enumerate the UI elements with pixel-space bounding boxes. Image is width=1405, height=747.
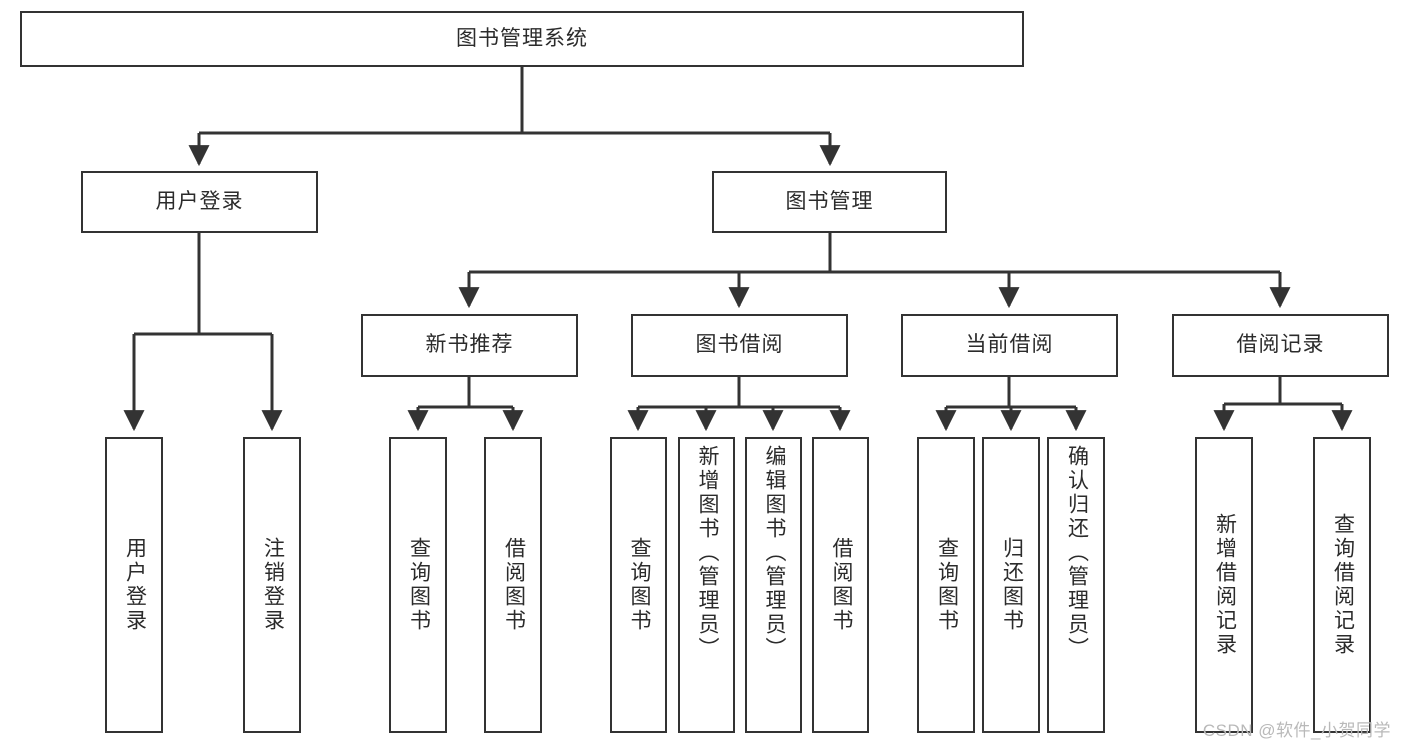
leaf-add-borrow-record[interactable]: 新增借阅记录 bbox=[1195, 437, 1253, 733]
leaf-return-book-label: 归还图书 bbox=[1000, 537, 1024, 633]
leaf-borrow-book-recommend[interactable]: 借阅图书 bbox=[484, 437, 542, 733]
leaf-query-book-current[interactable]: 查询图书 bbox=[917, 437, 975, 733]
node-root[interactable]: 图书管理系统 bbox=[20, 11, 1024, 67]
leaf-return-book[interactable]: 归还图书 bbox=[982, 437, 1040, 733]
leaf-add-book-admin-label: 新增图书（管理员） bbox=[695, 445, 719, 661]
node-user-login-label: 用户登录 bbox=[155, 189, 244, 213]
node-borrow-record[interactable]: 借阅记录 bbox=[1172, 314, 1389, 377]
node-current-borrow-label: 当前借阅 bbox=[965, 333, 1054, 357]
leaf-borrow-book-label: 借阅图书 bbox=[829, 537, 853, 633]
leaf-query-book-current-label: 查询图书 bbox=[935, 537, 959, 633]
leaf-confirm-return-admin[interactable]: 确认归还（管理员） bbox=[1047, 437, 1105, 733]
leaf-logout[interactable]: 注销登录 bbox=[243, 437, 301, 733]
node-book-management[interactable]: 图书管理 bbox=[712, 171, 947, 233]
node-new-book-recommend-label: 新书推荐 bbox=[425, 333, 514, 357]
node-current-borrow[interactable]: 当前借阅 bbox=[901, 314, 1118, 377]
leaf-add-book-admin[interactable]: 新增图书（管理员） bbox=[678, 437, 735, 733]
node-book-management-label: 图书管理 bbox=[785, 189, 874, 213]
node-root-label: 图书管理系统 bbox=[456, 26, 588, 50]
node-new-book-recommend[interactable]: 新书推荐 bbox=[361, 314, 578, 377]
leaf-add-borrow-record-label: 新增借阅记录 bbox=[1213, 513, 1237, 657]
node-book-borrow-label: 图书借阅 bbox=[695, 333, 784, 357]
leaf-confirm-return-admin-label: 确认归还（管理员） bbox=[1065, 445, 1089, 661]
leaf-borrow-book[interactable]: 借阅图书 bbox=[812, 437, 869, 733]
leaf-query-book-recommend-label: 查询图书 bbox=[407, 537, 431, 633]
node-book-borrow[interactable]: 图书借阅 bbox=[631, 314, 848, 377]
leaf-query-book-label: 查询图书 bbox=[627, 537, 651, 633]
leaf-edit-book-admin-label: 编辑图书（管理员） bbox=[762, 445, 786, 661]
node-user-login[interactable]: 用户登录 bbox=[81, 171, 318, 233]
leaf-query-book-recommend[interactable]: 查询图书 bbox=[389, 437, 447, 733]
node-borrow-record-label: 借阅记录 bbox=[1236, 333, 1325, 357]
leaf-edit-book-admin[interactable]: 编辑图书（管理员） bbox=[745, 437, 802, 733]
leaf-query-borrow-record[interactable]: 查询借阅记录 bbox=[1313, 437, 1371, 733]
leaf-query-borrow-record-label: 查询借阅记录 bbox=[1331, 513, 1355, 657]
leaf-query-book[interactable]: 查询图书 bbox=[610, 437, 667, 733]
csdn-watermark: CSDN @软件_小贺同学 bbox=[1202, 721, 1391, 740]
leaf-user-login-label: 用户登录 bbox=[123, 537, 147, 633]
leaf-user-login[interactable]: 用户登录 bbox=[105, 437, 163, 733]
leaf-logout-label: 注销登录 bbox=[261, 537, 285, 633]
leaf-borrow-book-recommend-label: 借阅图书 bbox=[502, 537, 526, 633]
